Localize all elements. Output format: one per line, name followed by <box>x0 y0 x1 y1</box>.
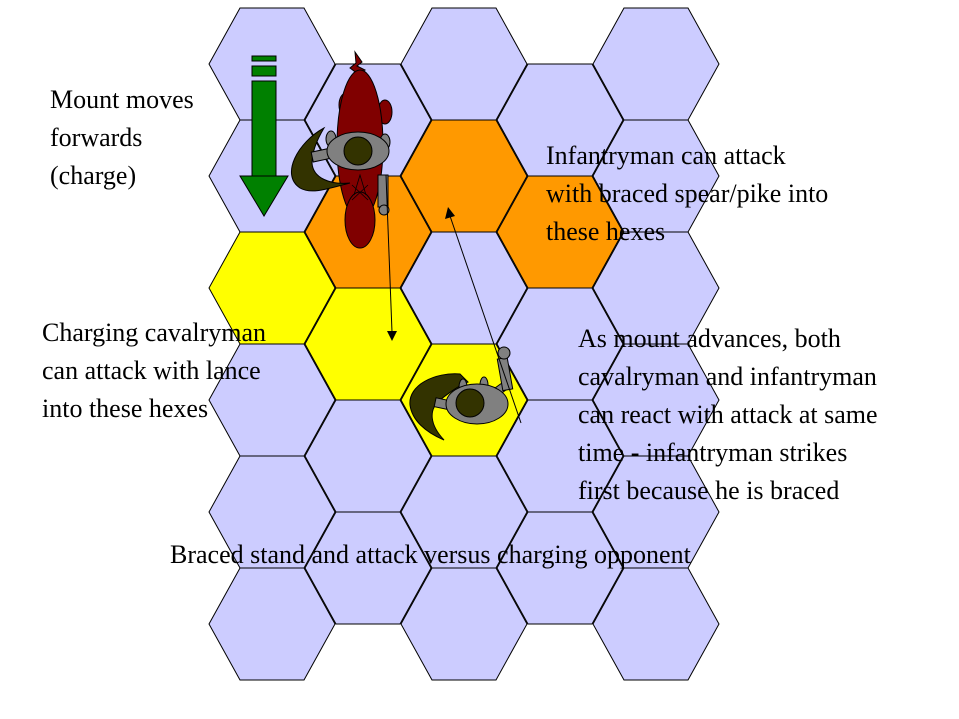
hex-default-c2-r2 <box>401 232 527 344</box>
infantry-attack-line-1: Infantryman can attack <box>546 141 786 170</box>
hex-cavalry-reach-c0-r2 <box>209 232 335 344</box>
lance-attack-arrow <box>385 174 397 341</box>
hex-default-c2-r0 <box>401 8 527 120</box>
cavalry-attack-label: Charging cavalryman can attack with lanc… <box>42 318 266 423</box>
mount-moves-line-1: Mount moves <box>50 85 194 114</box>
hex-infantry-reach-c3-r1 <box>497 176 623 288</box>
shield-icon <box>409 373 469 441</box>
hex-outline <box>304 511 432 625</box>
hex-cavalry-reach-c1-r2 <box>305 288 431 400</box>
reaction-line-3: can react with attack at same <box>578 400 878 429</box>
cavalry-attack-line-2: can attack with lance <box>42 356 261 385</box>
hex-outline <box>592 567 720 681</box>
hex-outline <box>496 511 624 625</box>
hex-outline <box>400 567 528 681</box>
infantryman-head <box>455 388 485 418</box>
hex-default-c4-r0 <box>593 8 719 120</box>
reaction-line-4: time - infantryman strikes <box>578 438 847 467</box>
hex-default-c3-r4 <box>497 512 623 624</box>
hex-default-c4-r4 <box>593 456 719 568</box>
hex-default-c1-r4 <box>305 512 431 624</box>
reaction-label: As mount advances, both cavalryman and i… <box>578 324 878 505</box>
diagram-caption: Braced stand and attack versus charging … <box>170 540 692 569</box>
hex-default-c4-r2 <box>593 232 719 344</box>
hex-infantry-reach-c2-r1 <box>401 120 527 232</box>
hex-default-c4-r1 <box>593 120 719 232</box>
hex-outline <box>208 567 336 681</box>
cavalry-attack-line-3: into these hexes <box>42 394 208 423</box>
mount-moves-label: Mount moves forwards (charge) <box>50 85 194 190</box>
spear-attack-arrow <box>445 207 522 424</box>
cavalryman-head <box>343 136 373 166</box>
hex-default-c0-r3 <box>209 344 335 456</box>
hex-default-c1-r3 <box>305 400 431 512</box>
hex-default-c4-r3 <box>593 344 719 456</box>
move-forward-arrow-icon <box>239 55 289 217</box>
mount-moves-line-2: forwards <box>50 123 142 152</box>
infantryman-icon <box>409 346 514 441</box>
reaction-line-5: first because he is braced <box>578 476 839 505</box>
cavalry-attack-line-1: Charging cavalryman <box>42 318 266 347</box>
mount-moves-line-3: (charge) <box>50 161 136 190</box>
hex-default-c2-r4 <box>401 456 527 568</box>
hex-default-c3-r0 <box>497 64 623 176</box>
hex-grid-outlines <box>208 7 720 681</box>
hex-default-c0-r5 <box>209 568 335 680</box>
infantry-attack-line-2: with braced spear/pike into <box>546 179 828 208</box>
hex-default-c2-r5 <box>401 568 527 680</box>
cavalryman-icon <box>290 50 393 249</box>
reaction-line-1: As mount advances, both <box>578 324 841 353</box>
reaction-line-2: cavalryman and infantryman <box>578 362 877 391</box>
hex-default-c0-r4 <box>209 456 335 568</box>
hex-default-c4-r5 <box>593 568 719 680</box>
hex-default-c3-r2 <box>497 288 623 400</box>
hex-default-c0-r0 <box>209 8 335 120</box>
hex-default-c3-r3 <box>497 400 623 512</box>
infantry-attack-label: Infantryman can attack with braced spear… <box>546 141 828 246</box>
